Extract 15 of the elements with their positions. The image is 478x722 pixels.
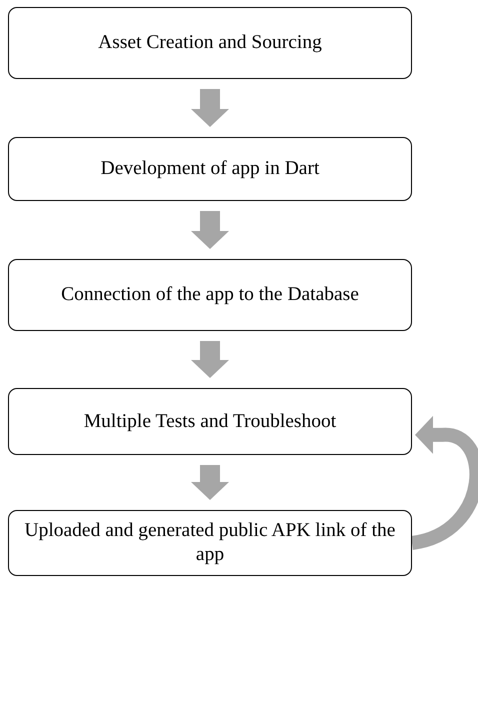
step-text: Connection of the app to the Database <box>61 283 359 307</box>
process-box <box>8 259 412 331</box>
step-text: Development of app in Dart <box>100 157 320 181</box>
arrow <box>191 341 229 378</box>
step-text: Asset Creation and Sourcing <box>98 31 322 55</box>
process-box <box>8 137 412 201</box>
arrow <box>410 416 478 550</box>
arrow <box>191 89 229 127</box>
step-text: Multiple Tests and Troubleshoot <box>84 410 336 434</box>
arrow <box>191 465 229 500</box>
step-text: Uploaded and generated public APK link of the app <box>24 519 396 567</box>
process-box <box>8 388 412 455</box>
process-box <box>8 7 412 79</box>
process-box <box>8 510 412 576</box>
arrow <box>191 211 229 249</box>
